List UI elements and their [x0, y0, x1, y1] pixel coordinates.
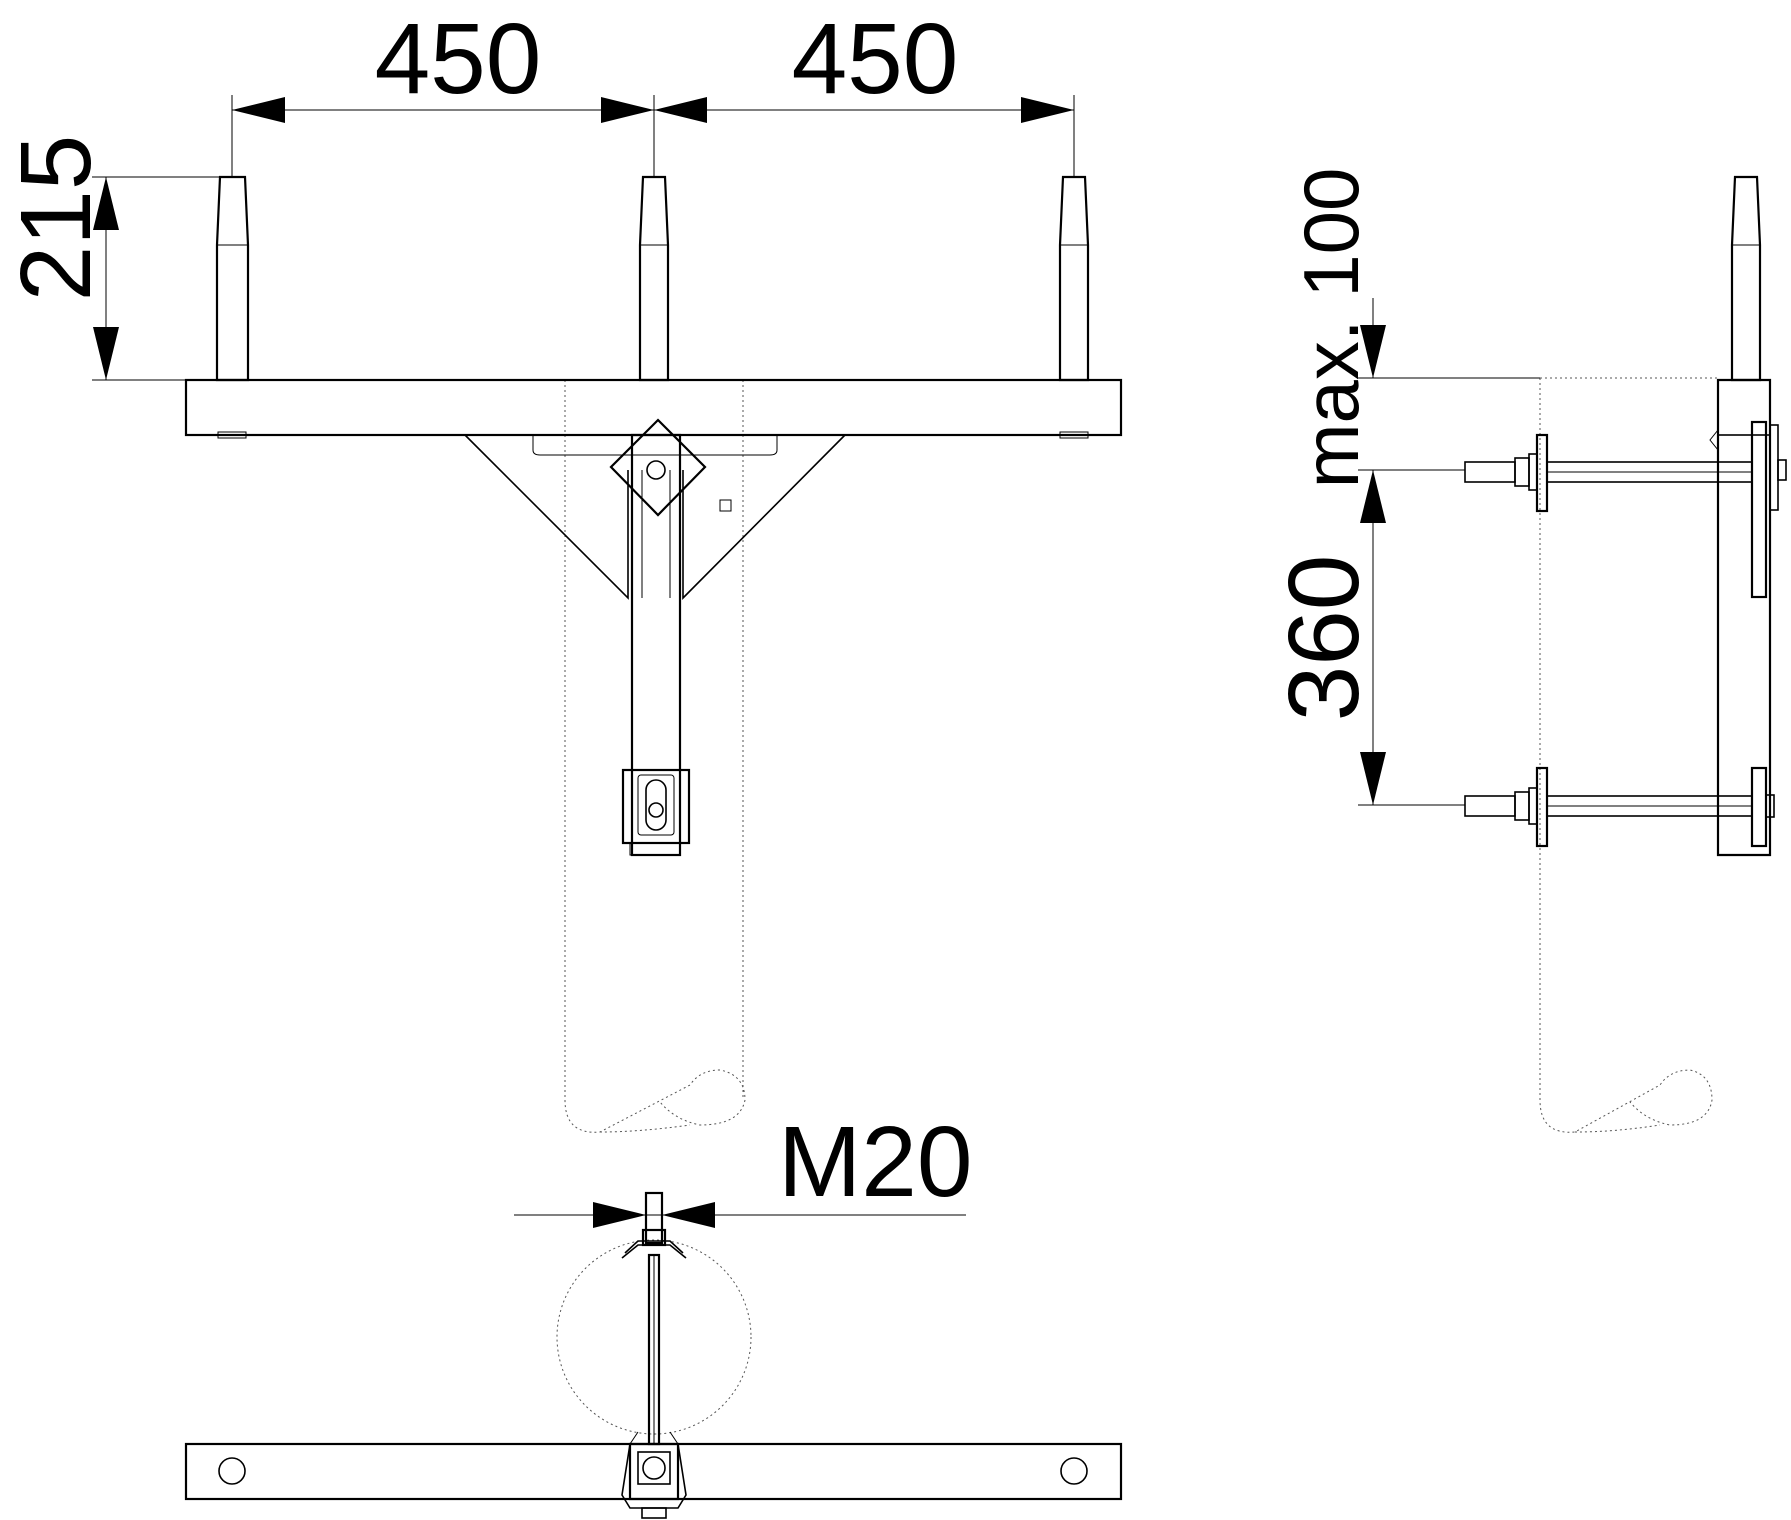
top-view-clamp [621, 1431, 687, 1519]
dimension-label-thread: M20 [778, 1106, 973, 1218]
front-view-arm [630, 433, 682, 857]
front-view-pipe-outline [564, 380, 746, 1133]
side-view-upper-bolt [1464, 420, 1787, 599]
front-view-pin-right [1058, 175, 1090, 382]
side-view: max. 100 360 [1268, 168, 1787, 1133]
front-view-crossbar [184, 378, 1123, 437]
side-view-beam [1709, 378, 1772, 857]
dimension-arrow [93, 177, 119, 230]
dimension-arrow [654, 97, 707, 123]
dimension-label-bolt-spacing: 360 [1268, 555, 1380, 722]
front-view-pin-left [215, 175, 250, 382]
top-view-bolt [621, 1191, 687, 1446]
dimension-pin-height: 215 [0, 135, 222, 381]
dimension-label-spacing-left: 450 [375, 3, 542, 115]
dimension-max-offset: max. 100 [1287, 168, 1540, 523]
side-view-lower-bolt [1464, 766, 1775, 848]
dimension-horizontal-spacing: 450 450 [231, 3, 1075, 177]
dimension-arrow [1360, 325, 1386, 378]
dimension-bolt-spacing: 360 [1268, 470, 1465, 806]
front-view-diamond-plate [609, 418, 707, 517]
dimension-label-max-offset: max. 100 [1287, 168, 1375, 489]
dimension-arrow [662, 1202, 715, 1228]
dimension-arrow [1021, 97, 1074, 123]
front-view-gusset [464, 434, 846, 600]
dimension-label-spacing-right: 450 [792, 3, 959, 115]
dimension-thread: M20 [514, 1106, 973, 1230]
dimension-arrow [601, 97, 654, 123]
top-view-pipe-outline [556, 1239, 752, 1435]
dimension-arrow [1360, 752, 1386, 805]
top-view: M20 [184, 1106, 1123, 1519]
dimension-arrow [93, 327, 119, 380]
front-view-clamp [621, 768, 691, 856]
dimension-label-pin-height: 215 [0, 135, 112, 302]
side-view-pin [1730, 175, 1762, 382]
front-view: 450 450 215 [0, 3, 1123, 1133]
dimension-arrow [232, 97, 285, 123]
side-view-pipe-outline [1539, 377, 1718, 1133]
front-view-pin-center [638, 175, 670, 382]
dimension-arrow [593, 1202, 646, 1228]
